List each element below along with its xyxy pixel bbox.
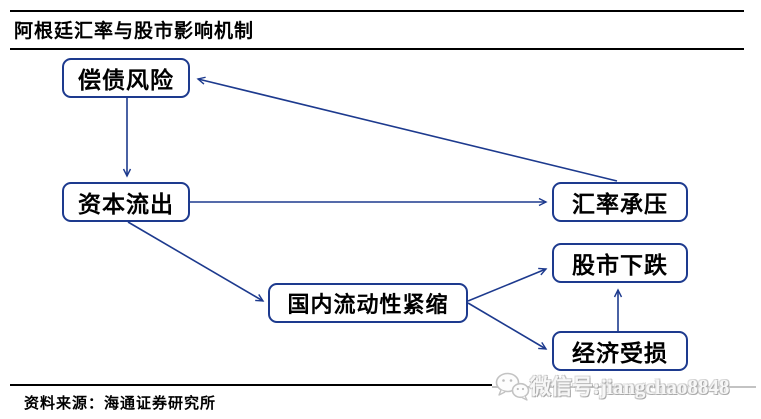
- node-debt-risk: 偿债风险: [62, 58, 190, 98]
- title-divider: [10, 48, 744, 50]
- edge-capital-outflow-to-liquidity-tightening: [127, 221, 265, 302]
- node-fx-pressure: 汇率承压: [552, 182, 688, 222]
- source-note: 资料来源：海通证券研究所: [24, 396, 217, 412]
- watermark-text: 微信号:jiangchao8848: [530, 375, 730, 399]
- edge-fx-pressure-to-debt-risk: [196, 76, 618, 182]
- wechat-icon: [495, 372, 530, 401]
- watermark: 微信号:jiangchao8848: [492, 369, 758, 403]
- edge-liquidity-tightening-to-stock-decline: [467, 267, 548, 302]
- node-economy-damage: 经济受损: [552, 331, 688, 371]
- node-stock-decline: 股市下跌: [552, 243, 688, 283]
- page-title: 阿根廷汇率与股市影响机制: [14, 21, 255, 42]
- watermark-strike-line: [492, 386, 756, 388]
- top-divider: [10, 10, 744, 12]
- bottom-divider: [10, 384, 492, 386]
- node-capital-outflow: 资本流出: [62, 182, 190, 222]
- node-liquidity-tightening: 国内流动性紧缩: [268, 283, 468, 323]
- edge-liquidity-tightening-to-economy-damage: [467, 302, 548, 350]
